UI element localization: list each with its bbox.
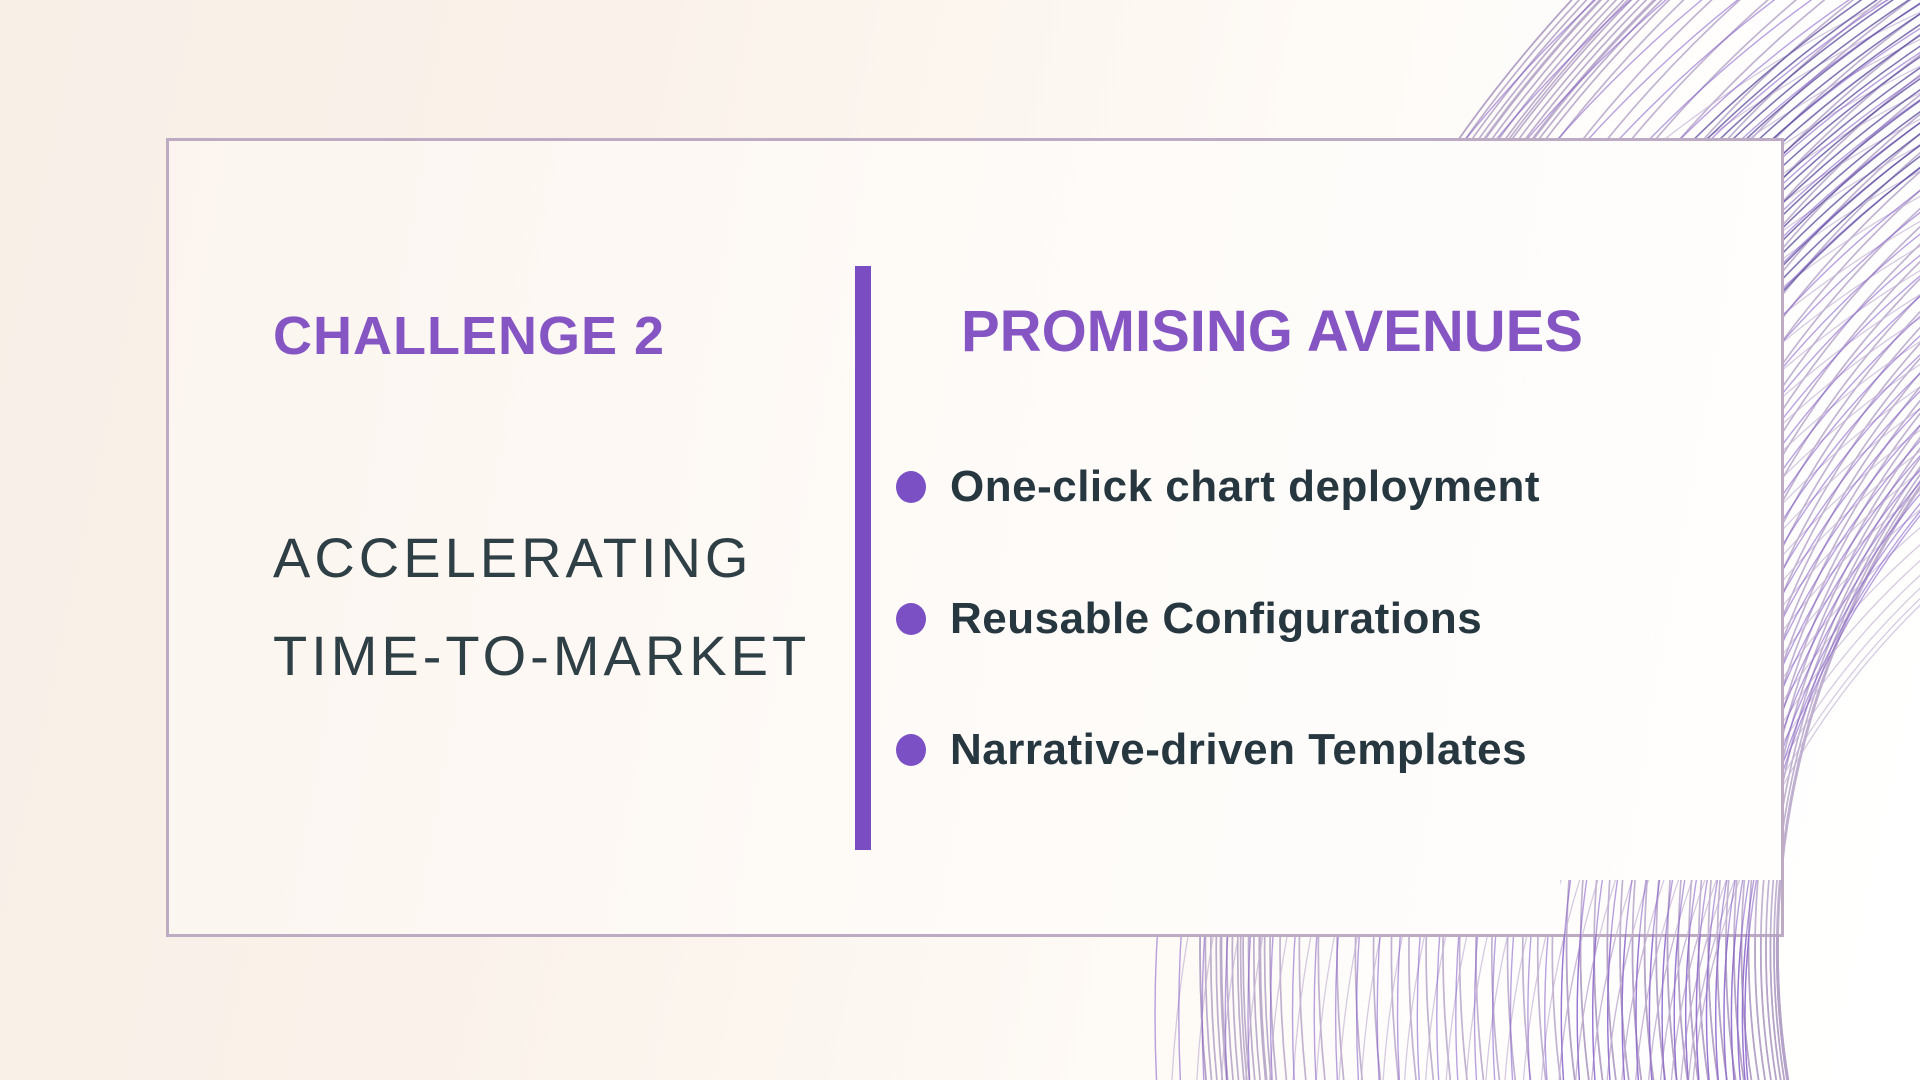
title-line-1: ACCELERATING xyxy=(273,526,753,589)
bullet-label: Narrative-driven Templates xyxy=(950,725,1528,774)
bullet-item: Narrative-driven Templates xyxy=(896,725,1527,775)
promising-avenues-heading: PROMISING AVENUES xyxy=(961,299,1583,364)
bullet-dot-icon xyxy=(896,603,926,635)
vertical-divider xyxy=(855,266,871,850)
content-card: CHALLENGE 2 ACCELERATING TIME-TO-MARKET … xyxy=(166,138,1784,937)
bullet-dot-icon xyxy=(896,734,926,766)
bullet-item: One-click chart deployment xyxy=(896,462,1540,512)
bullet-dot-icon xyxy=(896,471,926,503)
slide-title: ACCELERATING TIME-TO-MARKET xyxy=(273,509,810,705)
title-line-2: TIME-TO-MARKET xyxy=(273,624,811,687)
bullet-label: Reusable Configurations xyxy=(950,594,1483,643)
bullet-label: One-click chart deployment xyxy=(950,462,1541,511)
bullet-item: Reusable Configurations xyxy=(896,594,1482,644)
challenge-label: CHALLENGE 2 xyxy=(273,306,666,366)
